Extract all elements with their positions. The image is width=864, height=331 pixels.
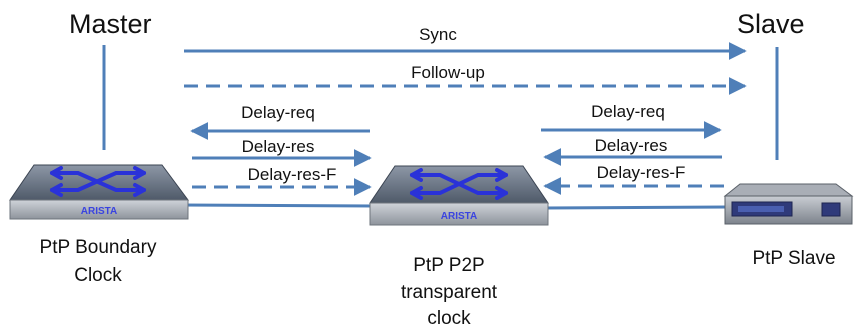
transparent-clock-switch: ARISTA [369,165,549,226]
transparent-caption-line3: clock [427,308,471,329]
slave-server [723,183,854,225]
left-delay-res-f-label: Delay-res-F [248,165,337,184]
right-delay-req-label: Delay-req [591,102,665,121]
sync-label: Sync [419,25,457,44]
right-delay-res-f-label: Delay-res-F [597,163,686,182]
boundary-clock-switch: ARISTA [9,164,189,220]
switch-arrows-icon [410,168,508,200]
transparent-caption-line1: PtP P2P [413,255,484,276]
link-transparent-slave [544,205,729,210]
server-indicator [821,202,841,217]
boundary-caption-line1: PtP Boundary [40,237,157,258]
switch-arrows-icon [50,166,146,197]
follow-up-label: Follow-up [411,63,485,82]
transparent-brand-logo: ARISTA [441,211,477,222]
slave-title: Slave [737,9,805,39]
slave-caption: PtP Slave [752,248,835,269]
master-title: Master [69,9,152,39]
boundary-brand-logo: ARISTA [81,206,117,217]
left-delay-req-label: Delay-req [241,103,315,122]
link-boundary-transparent [179,203,376,208]
transparent-caption-line2: transparent [401,282,498,303]
left-delay-res-label: Delay-res [242,137,315,156]
boundary-caption-line2: Clock [74,265,122,286]
right-delay-res-label: Delay-res [595,136,668,155]
